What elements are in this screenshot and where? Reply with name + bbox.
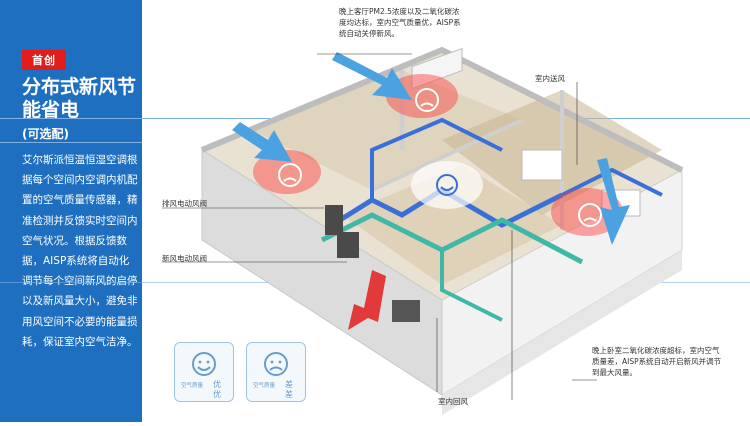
card-rating: 优 — [213, 390, 221, 399]
callout-supply-air: 室内送风 — [535, 74, 565, 83]
house-illustration: 晚上客厅PM2.5浓度以及二氧化碳浓度均达标，室内空气质量优，AISP系统自动关… — [142, 0, 750, 422]
card-label: 空气质量 — [181, 383, 204, 389]
card-rating: 差 — [285, 390, 293, 399]
page-subtitle: (可选配) — [22, 127, 69, 141]
description-text: 艾尔斯派恒温恒湿空调根据每个空间内空调内机配置的空气质量传感器，精准检测并反馈实… — [22, 154, 138, 348]
card-rating: 差 — [285, 380, 293, 389]
fresh-air-arrow-icon — [597, 158, 630, 245]
card-label: 空气质量 — [253, 383, 276, 389]
sad-face-icon — [578, 203, 602, 227]
happy-face-icon — [436, 174, 458, 196]
sad-face-icon — [278, 163, 302, 187]
sad-face-icon — [415, 88, 439, 112]
exhaust-arrow-icon — [348, 270, 386, 330]
card-rating: 优 — [213, 380, 221, 389]
callout-exhaust-damper: 排风电动风阀 — [162, 199, 207, 208]
air-quality-good-card: 空气质量 优 优 — [174, 342, 234, 402]
sad-face-icon — [264, 352, 288, 376]
callout-living-room: 晚上客厅PM2.5浓度以及二氧化碳浓度均达标，室内空气质量优，AISP系统自动关… — [339, 7, 461, 38]
sidebar: 首创 分布式新风节能省电 (可选配) 艾尔斯派恒温恒湿空调根据每个空间内空调内机… — [0, 0, 142, 422]
house-svg — [162, 46, 684, 415]
callout-bedroom: 晚上卧室二氧化碳浓度超标，室内空气质量差，AISP系统自动开启新风并调节到最大风… — [592, 346, 722, 377]
page-title: 分布式新风节能省电 — [22, 76, 137, 121]
callout-return-air: 室内回风 — [438, 397, 468, 406]
divider-line — [0, 142, 142, 143]
fresh-air-arrow-icon — [332, 52, 412, 100]
callout-fresh-damper: 新风电动风阀 — [162, 254, 207, 263]
air-quality-bad-card: 空气质量 差 差 — [246, 342, 306, 402]
fresh-air-arrow-icon — [232, 122, 292, 162]
happy-face-icon — [192, 352, 216, 376]
badge-first: 首创 — [22, 50, 66, 70]
